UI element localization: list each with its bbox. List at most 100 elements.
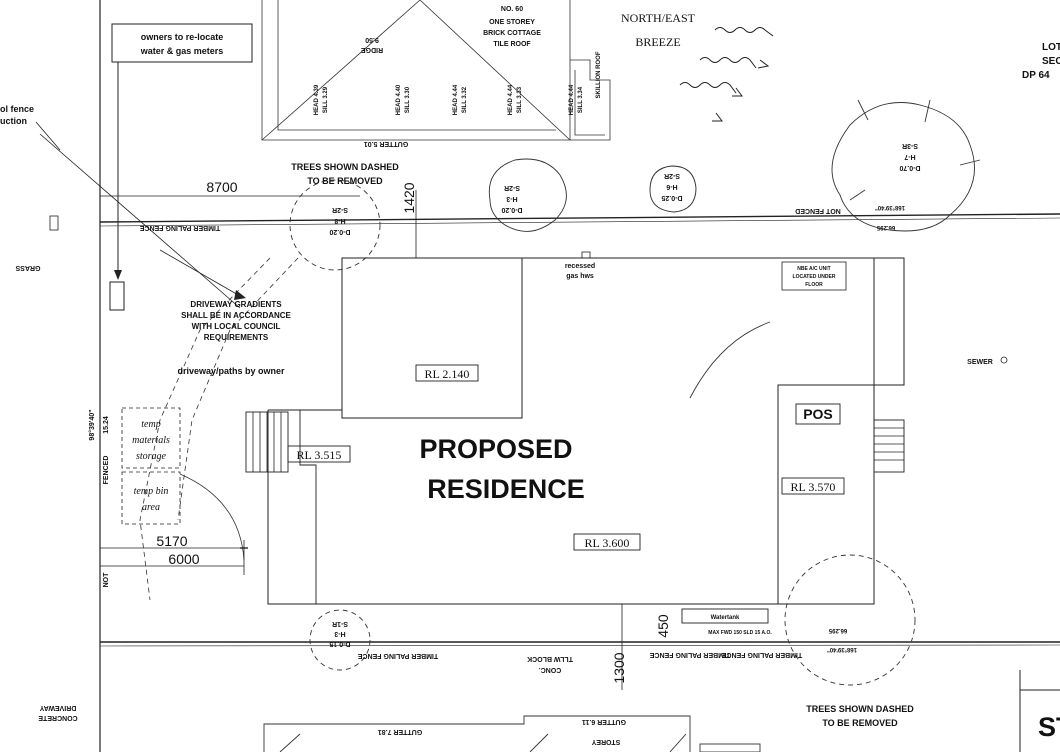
north-neighbour-house xyxy=(261,0,611,141)
ridge-value: 9.50 xyxy=(365,36,379,43)
owner-note-1: owners to re-locate xyxy=(141,32,224,42)
svg-text:SILL 3.29: SILL 3.29 xyxy=(323,86,329,113)
svg-text:TIMBER PALING FENCE: TIMBER PALING FENCE xyxy=(721,651,802,658)
svg-text:TLLW BLOCK: TLLW BLOCK xyxy=(527,655,573,662)
driveway-note-4: REQUIREMENTS xyxy=(204,333,269,342)
svg-text:D-0.20: D-0.20 xyxy=(501,206,522,213)
svg-text:gas hws: gas hws xyxy=(566,273,594,280)
svg-text:GUTTER 7.81: GUTTER 7.81 xyxy=(378,728,422,735)
svg-text:area: area xyxy=(142,502,160,513)
gutter-label-north: GUTTER 5.01 xyxy=(364,140,408,147)
cottage-label-1: NO. 60 xyxy=(501,6,523,13)
svg-text:168°39'40": 168°39'40" xyxy=(827,646,857,652)
driveway-note-3: WITH LOCAL COUNCIL xyxy=(192,322,281,331)
svg-text:D-0.20: D-0.20 xyxy=(329,228,350,235)
breeze-arrows xyxy=(679,27,774,122)
svg-text:D-0.15: D-0.15 xyxy=(329,640,350,647)
dim-450: 450 xyxy=(655,614,671,638)
south-neighbour-house xyxy=(263,715,761,752)
svg-text:H-3: H-3 xyxy=(506,195,517,202)
tree-left-labels: S-2R H-8 D-0.20 xyxy=(329,206,350,235)
trees xyxy=(289,99,981,686)
bearing-top: 168°39'40" xyxy=(875,204,905,210)
svg-text:H-8: H-8 xyxy=(334,217,345,224)
svg-text:recessed: recessed xyxy=(565,263,595,270)
svg-text:NBE A/C UNIT: NBE A/C UNIT xyxy=(797,266,830,272)
svg-text:S-2R: S-2R xyxy=(664,172,680,179)
cottage-label-3: BRICK COTTAGE xyxy=(483,30,541,37)
driveway-note-1: DRIVEWAY GRADIENTS xyxy=(190,300,282,309)
svg-text:CONCRETE: CONCRETE xyxy=(38,714,78,721)
svg-text:S-1R: S-1R xyxy=(332,620,348,627)
dim-5170: 5170 xyxy=(156,533,187,549)
svg-text:DRIVEWAY: DRIVEWAY xyxy=(39,704,76,711)
trees-note-top-1: TREES SHOWN DASHED xyxy=(291,162,399,172)
svg-text:S-2R: S-2R xyxy=(504,184,520,191)
breeze-label-1: NORTH/EAST xyxy=(621,11,696,25)
svg-text:HEAD 4.40: HEAD 4.40 xyxy=(396,84,402,115)
svg-text:temp: temp xyxy=(141,419,160,430)
residence-outline xyxy=(267,257,905,605)
dim-8700: 8700 xyxy=(206,179,237,195)
owner-note-2: water & gas meters xyxy=(140,46,224,56)
svg-text:materials: materials xyxy=(132,435,170,446)
meter-box xyxy=(109,281,125,311)
lot-label-3: DP 64 xyxy=(1022,70,1050,81)
rl-3515: RL 3.515 xyxy=(297,448,342,462)
sewer-label: SEWER xyxy=(967,359,993,366)
svg-text:CONC.: CONC. xyxy=(539,666,562,673)
svg-text:GUTTER 6.11: GUTTER 6.11 xyxy=(582,718,626,725)
ridge-label: RIDGE xyxy=(361,46,384,53)
street-label: ST xyxy=(1038,712,1060,742)
svg-text:SILL 3.30: SILL 3.30 xyxy=(405,86,411,113)
svg-text:TIMBER PALING FENCE: TIMBER PALING FENCE xyxy=(357,652,438,659)
svg-text:LOCATED UNDER: LOCATED UNDER xyxy=(793,274,836,280)
svg-text:MAX FWD 150 SLD 15 A.O.: MAX FWD 150 SLD 15 A.O. xyxy=(708,630,772,636)
tree-bottom-labels: S-1R H-3 D-0.15 xyxy=(329,620,350,647)
svg-text:SILL 3.32: SILL 3.32 xyxy=(462,86,468,113)
svg-text:H-6: H-6 xyxy=(666,183,677,190)
driveway-owner: driveway/paths by owner xyxy=(177,366,285,376)
pool-fence-1: ol fence xyxy=(0,104,34,114)
window-heights: HEAD 4.39 SILL 3.29 HEAD 4.40 SILL 3.30 … xyxy=(314,84,584,115)
svg-text:D-0.25: D-0.25 xyxy=(661,194,682,201)
svg-text:HEAD 4.44: HEAD 4.44 xyxy=(508,84,514,115)
tree-big-labels: S-3R H-7 D-0.70 xyxy=(899,142,920,171)
tree-right-labels: S-2R H-6 D-0.25 xyxy=(661,172,682,201)
svg-text:TIMBER PALING FENCE: TIMBER PALING FENCE xyxy=(649,651,730,658)
svg-text:HEAD 4.44: HEAD 4.44 xyxy=(453,84,459,115)
svg-text:Watertank: Watertank xyxy=(711,615,740,621)
bearing-left: 98°39'40" xyxy=(88,409,96,440)
trees-note-bottom-1: TREES SHOWN DASHED xyxy=(806,704,914,714)
residence-title-2: RESIDENCE xyxy=(427,474,585,504)
svg-text:HEAD 4.39: HEAD 4.39 xyxy=(314,84,320,115)
dim-1300: 1300 xyxy=(611,652,627,683)
svg-text:temp bin: temp bin xyxy=(134,486,169,497)
cottage-label-2: ONE STOREY xyxy=(489,19,535,26)
cottage-label-4: TILE ROOF xyxy=(493,41,531,48)
svg-text:H-7: H-7 xyxy=(904,153,915,160)
fence-not-fenced-top: NOT FENCED xyxy=(795,207,841,214)
lot-label-1: LOT xyxy=(1042,42,1060,53)
svg-text:HEAD 4.44: HEAD 4.44 xyxy=(569,84,575,115)
svg-text:H-3: H-3 xyxy=(334,630,345,637)
grass-label: GRASS xyxy=(15,264,40,271)
owner-note-box xyxy=(111,23,253,63)
fence-length-left: 15.24 xyxy=(103,416,110,434)
rl-3600: RL 3.600 xyxy=(585,536,630,550)
rl-3570: RL 3.570 xyxy=(791,480,836,494)
svg-text:FLOOR: FLOOR xyxy=(805,282,823,288)
dim-6000: 6000 xyxy=(168,551,199,567)
stairs-right xyxy=(873,419,905,473)
driveway-note-2: SHALL BE IN ACCORDANCE xyxy=(181,311,291,320)
bearing-top-dist: 66.295 xyxy=(876,224,895,230)
tree-mid-labels: S-2R H-3 D-0.20 xyxy=(501,184,522,213)
breeze-label-2: BREEZE xyxy=(635,35,680,49)
svg-text:SILL 3.33: SILL 3.33 xyxy=(517,86,523,113)
svg-text:storage: storage xyxy=(136,451,167,462)
boundary-lines xyxy=(99,0,1060,752)
svg-text:SILL 3.34: SILL 3.34 xyxy=(578,86,584,113)
pool-fence-2: uction xyxy=(0,116,27,126)
temp-bin-box xyxy=(121,471,181,525)
